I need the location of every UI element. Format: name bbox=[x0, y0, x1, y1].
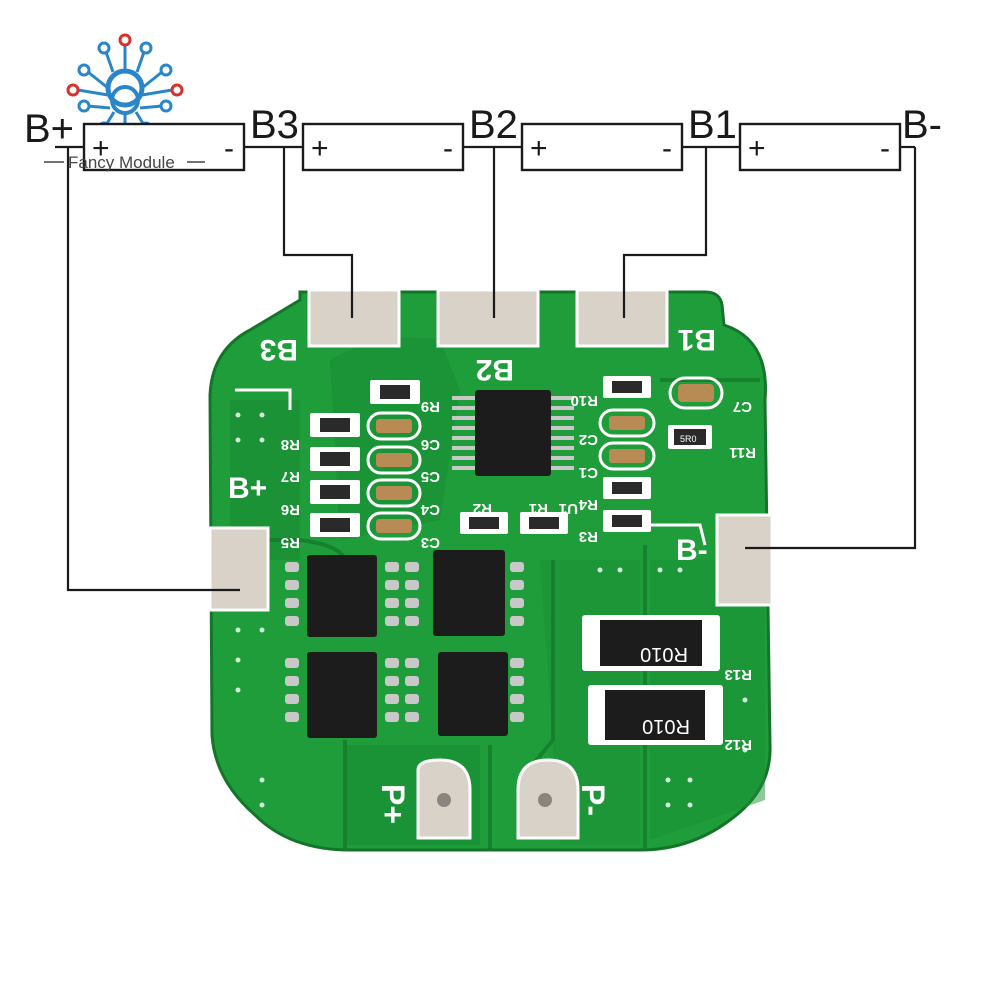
silk-b3: B3 bbox=[260, 333, 298, 366]
battery-cell-1: + - bbox=[82, 122, 246, 172]
cell-2-positive: + bbox=[311, 132, 329, 165]
label-c6: C6 bbox=[421, 436, 440, 453]
silk-b1: B1 bbox=[678, 323, 716, 356]
label-r1: R1 bbox=[529, 500, 548, 517]
label-r8: R8 bbox=[281, 436, 300, 453]
wire-b3 bbox=[282, 147, 354, 318]
marking-r010-top: R010 bbox=[640, 643, 688, 665]
label-c4: C4 bbox=[420, 501, 440, 518]
label-c3: C3 bbox=[421, 534, 440, 551]
mosfet-4 bbox=[438, 652, 508, 736]
label-r10: R10 bbox=[570, 392, 598, 409]
label-r13: R13 bbox=[724, 666, 752, 683]
silk-p-plus: P+ bbox=[375, 784, 411, 824]
battery-cell-row: + - + - + - + - B+ B3 B2 B1 B- bbox=[24, 103, 942, 172]
label-r3: R3 bbox=[579, 528, 598, 545]
pad-b1 bbox=[575, 288, 669, 348]
silk-b-minus: B- bbox=[676, 534, 708, 567]
connection-wires bbox=[66, 147, 917, 592]
cell-4-positive: + bbox=[748, 132, 766, 165]
wire-b-minus bbox=[745, 147, 917, 550]
label-r6: R6 bbox=[281, 501, 300, 518]
label-u1: U1 bbox=[559, 500, 578, 517]
silk-b2: B2 bbox=[476, 353, 514, 386]
pad-b-plus bbox=[208, 526, 270, 612]
label-r7: R7 bbox=[281, 468, 300, 485]
cell-4-negative: - bbox=[880, 132, 890, 165]
battery-cell-4: + - bbox=[738, 122, 902, 172]
logo-caption: Fancy Module bbox=[44, 153, 205, 172]
mosfet-2 bbox=[433, 550, 505, 636]
label-r2: R2 bbox=[473, 500, 492, 517]
wire-b-plus bbox=[66, 147, 240, 592]
label-r4: R4 bbox=[578, 496, 598, 513]
node-label-b-minus: B- bbox=[902, 103, 942, 147]
cell-1-negative: - bbox=[224, 132, 234, 165]
mosfet-3 bbox=[307, 652, 377, 738]
logo-text: Fancy Module bbox=[68, 153, 175, 172]
silk-b-plus: B+ bbox=[228, 472, 267, 505]
shunt-resistor-r12: R010 bbox=[588, 685, 723, 745]
pad-b-minus bbox=[715, 513, 774, 607]
component-labels: R8 R7 R6 R5 R9 C6 C5 C4 C3 R10 C2 C1 R4 … bbox=[281, 392, 756, 753]
label-r9: R9 bbox=[421, 398, 440, 415]
battery-cell-3: + - bbox=[520, 122, 684, 172]
label-c7: C7 bbox=[733, 398, 752, 415]
label-r12: R12 bbox=[724, 736, 752, 753]
pad-p-plus bbox=[416, 758, 472, 840]
node-label-b2: B2 bbox=[469, 103, 518, 147]
battery-cell-2: + - bbox=[301, 122, 465, 172]
label-c5: C5 bbox=[421, 468, 440, 485]
label-r11: R11 bbox=[729, 444, 756, 461]
mosfet-1 bbox=[307, 555, 377, 637]
logo-circuit-icon bbox=[66, 33, 184, 140]
protection-board: B3 B2 B1 B+ B- P+ P- bbox=[208, 288, 774, 852]
pad-p-minus bbox=[516, 758, 580, 840]
via-dots bbox=[235, 412, 748, 808]
marking-5r0: 5R0 bbox=[680, 434, 697, 444]
marking-r010-bottom: R010 bbox=[642, 715, 690, 737]
cell-3-positive: + bbox=[530, 132, 548, 165]
node-label-b1: B1 bbox=[688, 103, 737, 147]
wire-b1 bbox=[622, 147, 708, 318]
label-c2: C2 bbox=[579, 431, 598, 448]
shunt-resistor-r13: R010 bbox=[582, 615, 720, 671]
smd-passives-left bbox=[310, 380, 422, 541]
silk-p-minus: P- bbox=[575, 784, 611, 816]
ic-u1 bbox=[452, 390, 574, 476]
cell-1-positive: + bbox=[92, 132, 110, 165]
smd-passives-right: 5R0 bbox=[460, 376, 724, 534]
node-label-b3: B3 bbox=[250, 103, 299, 147]
node-label-b-plus: B+ bbox=[24, 107, 74, 151]
pad-b2 bbox=[436, 288, 540, 348]
fancy-module-logo bbox=[66, 33, 184, 140]
label-r5: R5 bbox=[281, 534, 300, 551]
mosfet-array bbox=[285, 550, 524, 738]
pad-b3 bbox=[307, 288, 401, 348]
cell-2-negative: - bbox=[443, 132, 453, 165]
cell-3-negative: - bbox=[662, 132, 672, 165]
label-c1: C1 bbox=[579, 464, 598, 481]
